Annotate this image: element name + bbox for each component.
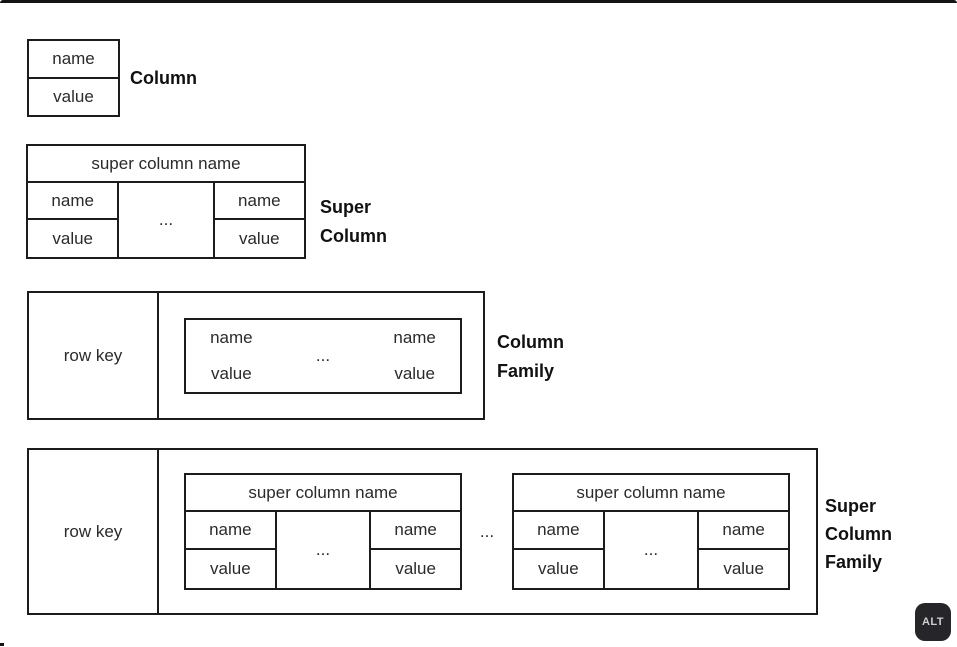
column-value-cell: value <box>28 220 120 257</box>
row-key-cell: row key <box>29 293 159 418</box>
column-value-cell: value <box>514 550 605 588</box>
ellipsis-cell: ... <box>643 540 659 559</box>
column-name-cell: name <box>697 512 788 550</box>
ellipsis-cell: ... <box>315 345 331 365</box>
column-name-cell: name <box>52 49 95 68</box>
super-column-name-cell: super column name <box>28 146 304 183</box>
column-value-cell: value <box>697 550 788 588</box>
super-column-label-line2: Column <box>320 226 387 246</box>
column-name-cell: name <box>186 512 277 550</box>
super-column-name-cell: super column name <box>514 475 788 512</box>
super-column-label-line1: Super <box>320 197 372 217</box>
column-name-cell: name <box>369 512 460 550</box>
super-column-name-cell: super column name <box>186 475 460 512</box>
column-value-cell: value <box>211 363 252 383</box>
super-column-family-label-line3: Family <box>825 552 883 572</box>
window-top-edge <box>0 0 957 3</box>
super-column-block-1: super column name name ... name value va… <box>184 473 462 590</box>
row-key-cell: row key <box>29 450 159 613</box>
super-column-family-label-line2: Column <box>825 524 892 544</box>
super-column-diagram: super column name name ... name value va… <box>26 144 306 259</box>
column-family-content: name ... name value value <box>159 293 483 418</box>
super-column-grid: name ... name value value <box>186 512 460 588</box>
column-value-cell: value <box>29 77 118 115</box>
column-name-cell: name <box>210 327 253 347</box>
ellipsis-cell: ... <box>315 540 331 559</box>
ellipsis-cell: ... <box>158 210 174 229</box>
super-column-family-label: Super Column Family <box>825 492 892 576</box>
column-diagram: name value <box>27 39 120 117</box>
super-column-label: Super Column <box>320 193 387 251</box>
column-value-cell: value <box>394 363 435 383</box>
super-column-block-2: super column name name ... name value va… <box>512 473 790 590</box>
super-column-family-diagram: row key super column name name ... name … <box>27 448 818 615</box>
window-corner-speck <box>0 643 4 646</box>
column-value-cell: value <box>369 550 460 588</box>
alt-badge[interactable]: ALT <box>915 603 951 641</box>
super-column-family-content: super column name name ... name value va… <box>159 450 816 613</box>
column-pair-grid: name ... name value value <box>184 317 462 394</box>
super-column-grid: name ... name value value <box>28 183 304 257</box>
column-family-diagram: row key name ... name value value <box>27 291 485 420</box>
column-name-cell: name <box>212 183 304 220</box>
column-family-label-line1: Column <box>497 332 564 352</box>
column-family-label: Column Family <box>497 328 564 386</box>
column-family-label-line2: Family <box>497 361 555 381</box>
column-name-cell: name <box>514 512 605 550</box>
super-column-grid: name ... name value value <box>514 512 788 588</box>
column-label: Column <box>130 68 197 88</box>
column-name-cell: name <box>393 327 436 347</box>
column-value-cell: value <box>186 550 277 588</box>
column-value-cell: value <box>212 220 304 257</box>
ellipsis-separator: ... <box>479 521 495 541</box>
column-name-cell: name <box>28 183 120 220</box>
super-column-family-label-line1: Super <box>825 496 877 516</box>
